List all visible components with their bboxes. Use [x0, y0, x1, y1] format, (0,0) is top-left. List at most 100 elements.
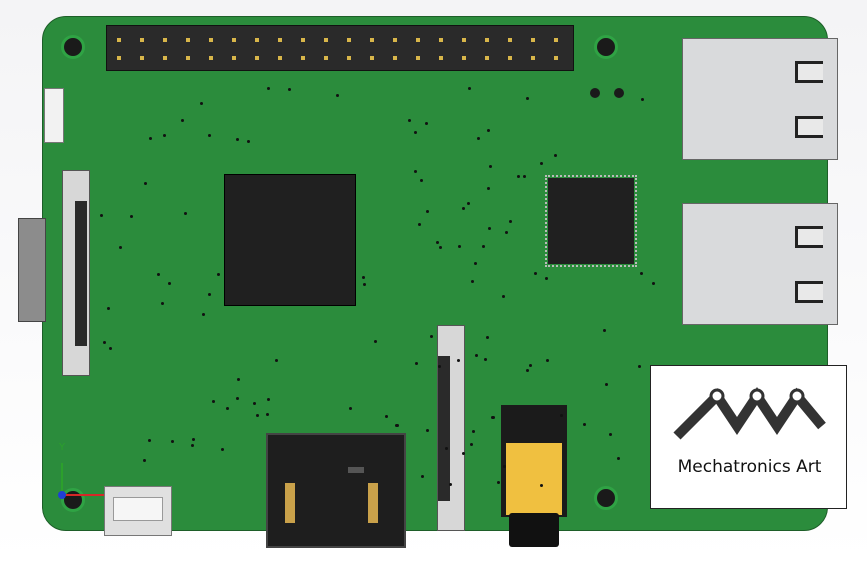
via — [526, 97, 529, 100]
via — [497, 481, 500, 484]
via — [426, 210, 429, 213]
via — [148, 439, 151, 442]
via — [554, 154, 557, 157]
via — [414, 131, 417, 134]
via — [181, 119, 184, 122]
via — [247, 140, 250, 143]
via — [266, 413, 269, 416]
via — [226, 407, 229, 410]
via — [421, 475, 424, 478]
via — [449, 483, 452, 486]
led — [590, 88, 600, 98]
gpio-pin — [255, 56, 259, 60]
gpio-pin — [209, 56, 213, 60]
via — [385, 415, 388, 418]
via — [487, 187, 490, 190]
gpio-pin — [324, 38, 328, 42]
via — [157, 273, 160, 276]
usb-port-stack-top[interactable] — [682, 38, 838, 160]
via — [486, 336, 489, 339]
via — [488, 227, 491, 230]
via — [200, 102, 203, 105]
mounting-hole — [61, 488, 85, 512]
via — [560, 414, 563, 417]
via — [107, 307, 110, 310]
gpio-pin — [255, 38, 259, 42]
mounting-hole — [594, 486, 618, 510]
via — [484, 358, 487, 361]
hdmi-port[interactable] — [266, 433, 406, 548]
via — [436, 241, 439, 244]
via — [439, 246, 442, 249]
gpio-pin — [117, 38, 121, 42]
gpio-pin — [347, 56, 351, 60]
via — [458, 245, 461, 248]
via — [462, 207, 465, 210]
via — [523, 175, 526, 178]
via — [149, 137, 152, 140]
via — [408, 119, 411, 122]
via — [603, 329, 606, 332]
via — [161, 302, 164, 305]
via — [457, 359, 460, 362]
gpio-pin — [209, 38, 213, 42]
gpio-pin — [485, 38, 489, 42]
dsi-connector[interactable] — [62, 170, 90, 376]
via — [425, 122, 428, 125]
usb-port-stack-bottom[interactable] — [682, 203, 838, 325]
audio-jack-body — [506, 443, 562, 515]
gpio-pin — [186, 38, 190, 42]
via — [526, 369, 529, 372]
via — [217, 273, 220, 276]
via — [418, 223, 421, 226]
gpio-pin — [462, 56, 466, 60]
gpio-pin — [439, 56, 443, 60]
gpio-pin — [117, 56, 121, 60]
micro-usb-power-port[interactable] — [104, 486, 172, 536]
via — [545, 277, 548, 280]
via — [208, 134, 211, 137]
axis-triad-icon — [58, 463, 104, 499]
via — [349, 407, 352, 410]
logo-text: Mechatronics Art — [677, 457, 822, 477]
sd-card-slot[interactable] — [18, 218, 46, 322]
via — [267, 398, 270, 401]
csi-connector[interactable] — [437, 325, 465, 531]
via — [363, 283, 366, 286]
via — [212, 400, 215, 403]
gpio-pin — [393, 56, 397, 60]
via — [192, 438, 195, 441]
gpio-pin — [508, 56, 512, 60]
via — [415, 362, 418, 365]
gpio-pin — [163, 38, 167, 42]
via — [505, 231, 508, 234]
gpio-pin — [531, 56, 535, 60]
gpio-pin — [416, 38, 420, 42]
led — [614, 88, 624, 98]
via — [482, 245, 485, 248]
via — [208, 293, 211, 296]
via — [144, 182, 147, 185]
gpio-pin — [370, 38, 374, 42]
gpio-pin — [416, 56, 420, 60]
gpio-pin — [485, 56, 489, 60]
via — [489, 165, 492, 168]
via — [119, 246, 122, 249]
via — [100, 214, 103, 217]
gpio-pin — [347, 38, 351, 42]
gpio-header[interactable] — [106, 25, 574, 71]
via — [470, 443, 473, 446]
gpio-pin — [301, 38, 305, 42]
axis-y-label: Y — [59, 442, 66, 453]
via — [467, 202, 470, 205]
via — [267, 87, 270, 90]
via — [396, 424, 399, 427]
via — [462, 452, 465, 455]
gpio-pin — [140, 38, 144, 42]
via — [163, 134, 166, 137]
via — [202, 313, 205, 316]
gpio-pin — [301, 56, 305, 60]
via — [540, 484, 543, 487]
